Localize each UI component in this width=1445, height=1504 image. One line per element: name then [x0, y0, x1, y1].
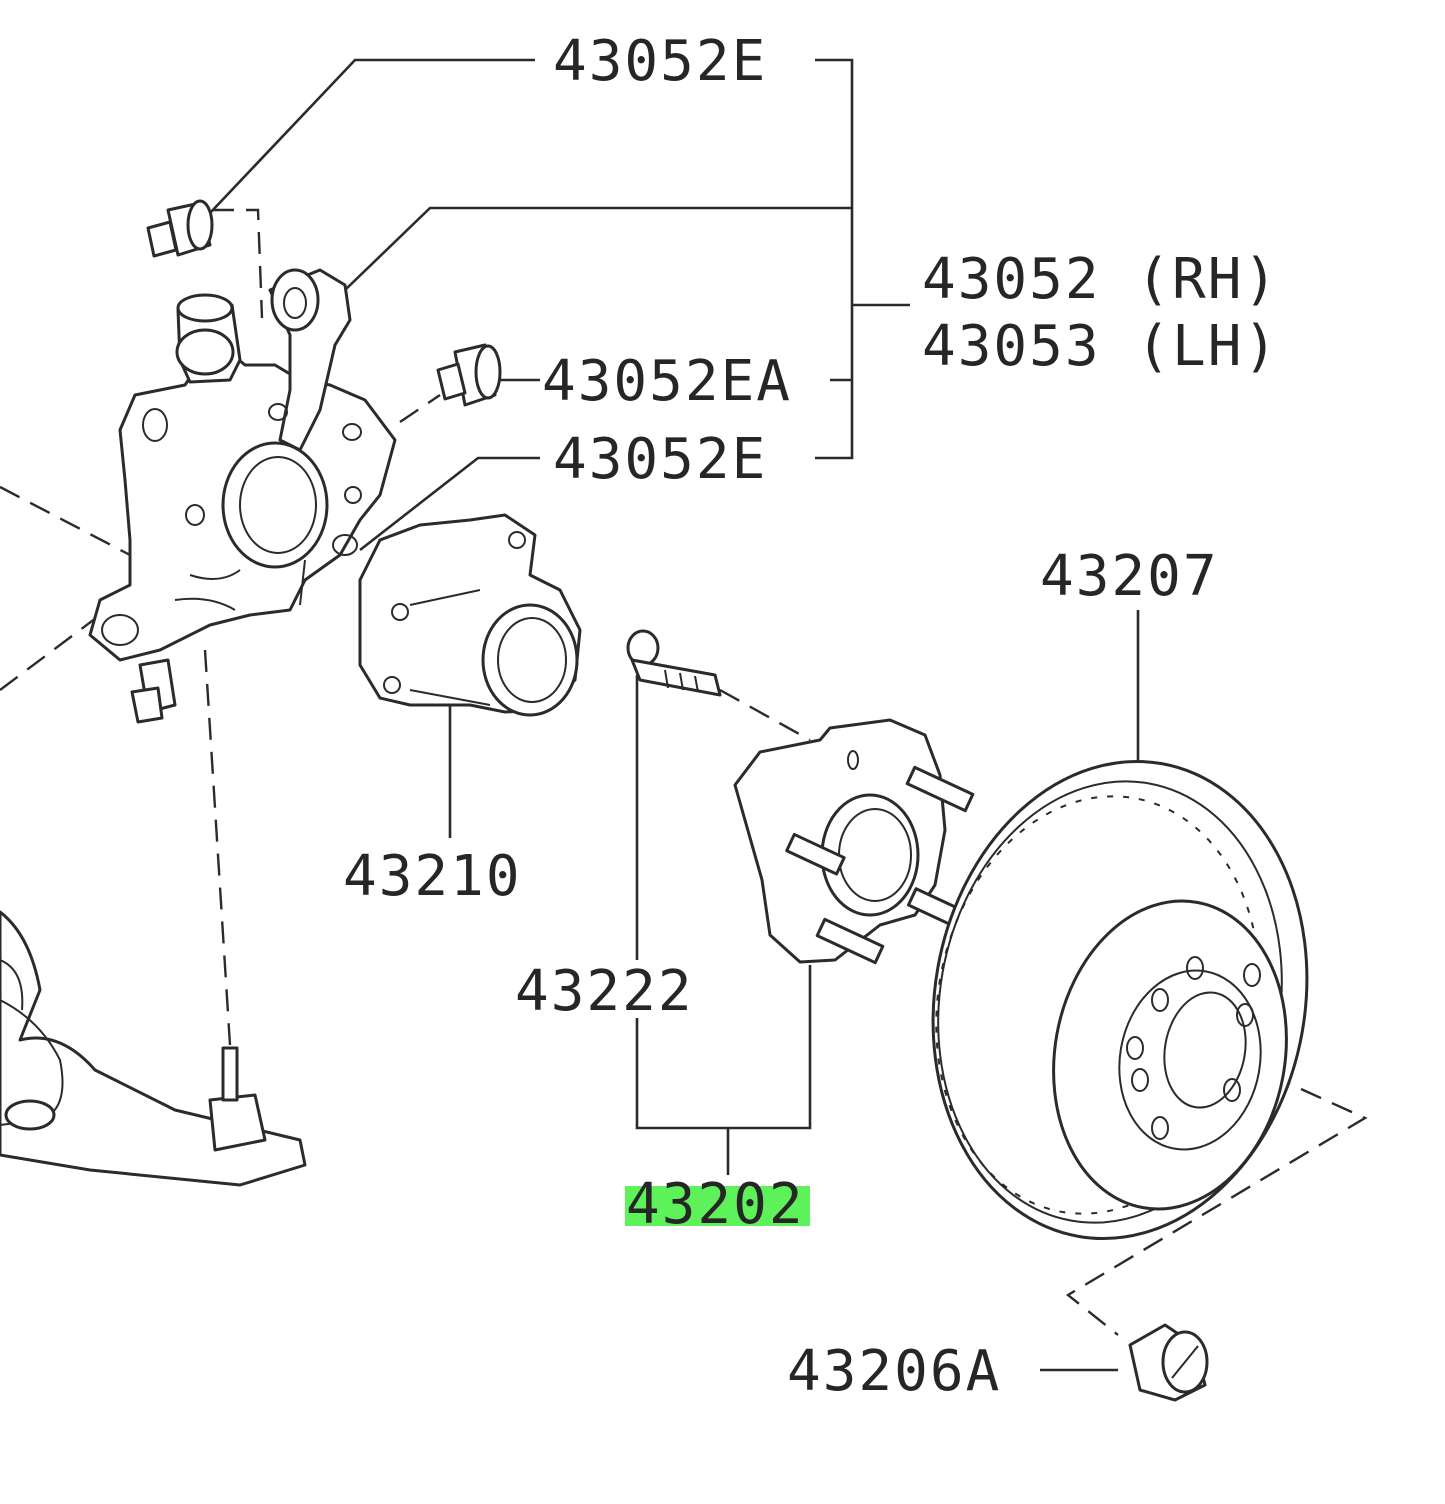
label-43206a[interactable]: 43206A: [787, 1339, 1001, 1404]
label-43222[interactable]: 43222: [515, 959, 694, 1024]
label-43052e-lower[interactable]: 43052E: [553, 427, 767, 492]
label-43202[interactable]: 43202: [626, 1172, 805, 1237]
hub-assembly-43202: [733, 718, 975, 965]
steering-knuckle: [88, 268, 397, 662]
bolt-43222: [626, 629, 722, 697]
label-43210[interactable]: 43210: [343, 844, 522, 909]
label-43052-rh[interactable]: 43052 (RH): [922, 247, 1279, 312]
plug-43206a: [1128, 1323, 1209, 1402]
part-labels: 43052E 43052 (RH) 43053 (LH) 43052EA 430…: [343, 29, 1279, 1404]
lower-bushing: [130, 658, 177, 724]
label-43052e-upper[interactable]: 43052E: [553, 29, 767, 94]
label-43053-lh[interactable]: 43053 (LH): [922, 314, 1279, 379]
assembly-axis-lines: [0, 208, 1368, 1336]
leader-lines: [209, 58, 1140, 1372]
label-43207[interactable]: 43207: [1040, 544, 1219, 609]
lower-control-arm: [0, 910, 307, 1187]
hub-bearing-43210: [358, 513, 582, 717]
brake-rotor-43207: [931, 759, 1309, 1241]
part-highlight: [625, 1186, 810, 1226]
upper-bushing-43052e: [146, 199, 214, 258]
side-bushing-43052ea: [436, 343, 502, 407]
label-43052ea[interactable]: 43052EA: [542, 349, 792, 414]
